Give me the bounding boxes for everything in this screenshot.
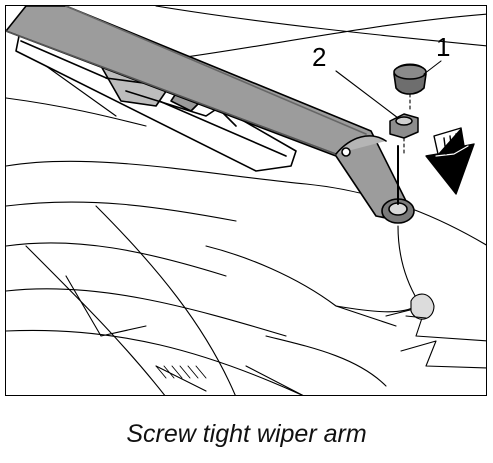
nut-part bbox=[389, 113, 419, 139]
bodywork-lines bbox=[6, 6, 486, 395]
diagram-frame: 1 2 bbox=[5, 5, 487, 396]
spindle-leader bbox=[397, 225, 435, 320]
callout-1-label: 1 bbox=[436, 32, 450, 62]
cap-part bbox=[393, 63, 427, 95]
wiper-pivot bbox=[381, 145, 415, 224]
callout-2-label: 2 bbox=[312, 42, 326, 72]
tighten-arrow-icon bbox=[425, 127, 475, 195]
callout-leaders bbox=[335, 60, 442, 157]
figure-caption: Screw tight wiper arm bbox=[126, 420, 367, 448]
cowl-grille-hatching bbox=[155, 365, 207, 379]
wiper-arm-illustration: 1 2 bbox=[6, 6, 486, 395]
